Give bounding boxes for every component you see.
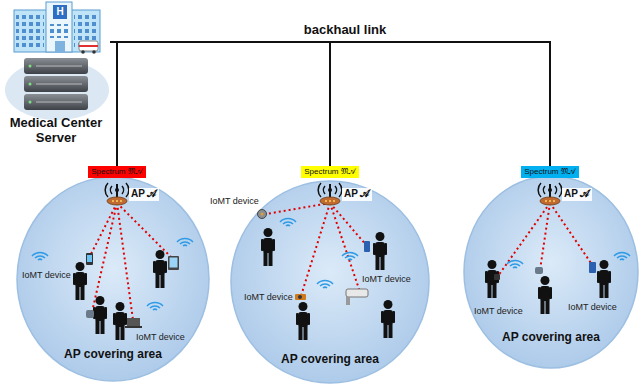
backhaul-link <box>110 42 117 166</box>
access-point: AP 𝒜 <box>536 183 592 201</box>
access-point: AP 𝒜 <box>103 183 159 201</box>
server-rack <box>24 58 88 110</box>
hospital-icon <box>5 2 109 120</box>
access-point: AP 𝒜 <box>316 183 372 201</box>
backhaul-link <box>110 42 330 166</box>
node-text: AP 𝒜 <box>562 188 592 201</box>
device-label: IoMT device <box>210 196 259 206</box>
device-label: IoMT device <box>22 270 71 280</box>
device-label: IoMT device <box>362 274 411 284</box>
node-text: AP 𝒜 <box>342 188 372 201</box>
hospital-sign: H <box>53 6 67 18</box>
server-node: Medical Center Server <box>2 0 110 152</box>
device-label: IoMT device <box>136 332 185 342</box>
node-text: AP covering area <box>463 330 639 344</box>
device-label: IoMT device <box>474 306 523 316</box>
link-label: backhaul link <box>301 23 389 38</box>
node-text: AP covering area <box>230 352 430 366</box>
coverage-area: AP covering area <box>463 175 639 369</box>
node-text: AP covering area <box>16 347 210 361</box>
node-text: Spectrum 𝔐𝒜 <box>91 167 142 177</box>
device-label: IoMT device <box>244 292 293 302</box>
device-label: IoMT device <box>568 302 617 312</box>
node-text: Medical Center Server <box>2 116 110 146</box>
spectrum-tag: Spectrum 𝔐𝒜 <box>88 166 145 178</box>
node-text: AP 𝒜 <box>129 188 159 201</box>
spectrum-tag: Spectrum 𝔐𝒜 <box>521 166 578 178</box>
spectrum-tag: Spectrum 𝔐𝒜 <box>301 166 358 178</box>
backhaul-link <box>110 42 550 166</box>
node-text: Spectrum 𝔐𝒜 <box>304 167 355 177</box>
node-text: Spectrum 𝔐𝒜 <box>524 167 575 177</box>
